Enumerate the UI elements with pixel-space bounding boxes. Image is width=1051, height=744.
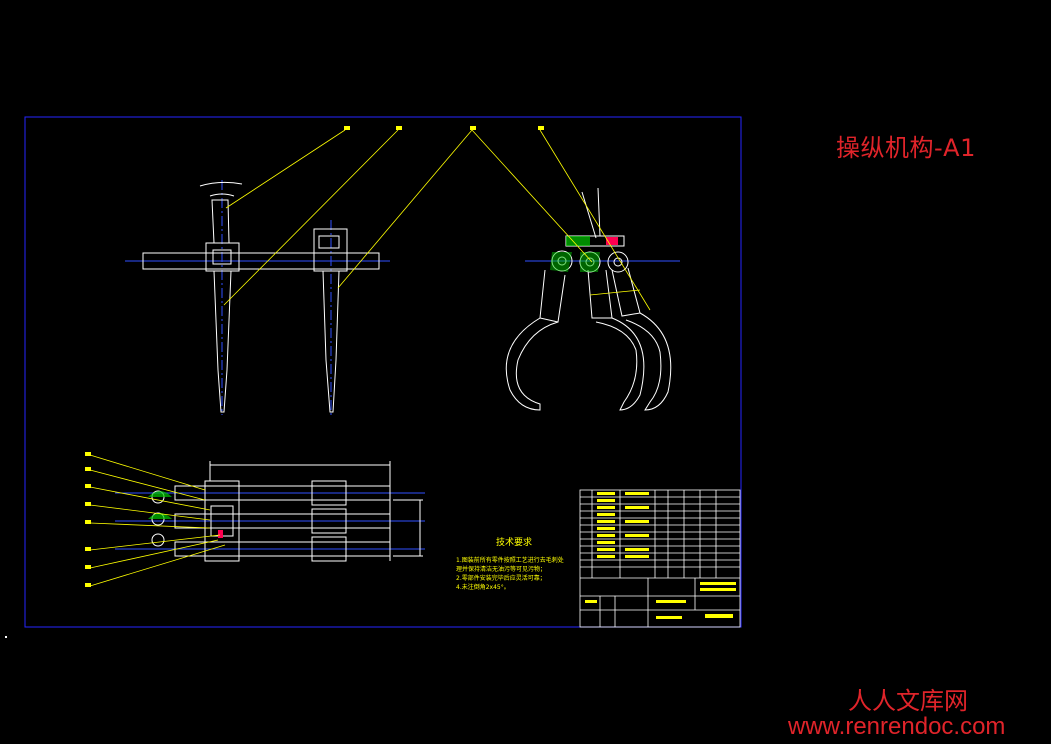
drawing-title: 操纵机构-A1 bbox=[836, 134, 976, 162]
parts-list-table bbox=[579, 489, 741, 628]
watermark-site-name: 人人文库网 bbox=[848, 687, 968, 715]
front-view bbox=[125, 180, 390, 415]
tech-requirements: 技术要求 1.图装前所有零件按照工艺进行去毛刺处 理并保持清洁无油污等可见污物；… bbox=[456, 536, 564, 591]
tech-requirement-line: 理并保持清洁无油污等可见污物； bbox=[456, 565, 546, 573]
tech-requirement-line: 4.未注倒角2x45°。 bbox=[456, 583, 510, 591]
corner-marker bbox=[5, 636, 7, 638]
claw-hatch bbox=[550, 236, 618, 272]
drawing-frame bbox=[24, 116, 742, 628]
top-view bbox=[115, 461, 425, 562]
claw-view bbox=[505, 187, 680, 411]
watermark-url[interactable]: www.renrendoc.com bbox=[788, 713, 1006, 740]
leader-lines bbox=[89, 129, 651, 587]
parts-list-fill bbox=[585, 492, 736, 619]
leader-tags bbox=[85, 126, 544, 587]
top-view-hatch bbox=[148, 491, 223, 538]
tech-requirement-line: 1.图装前所有零件按照工艺进行去毛刺处 bbox=[456, 556, 564, 564]
tech-requirements-title: 技术要求 bbox=[496, 536, 532, 548]
tech-requirement-line: 2.零部件安装完毕后应灵活可靠； bbox=[456, 574, 546, 582]
